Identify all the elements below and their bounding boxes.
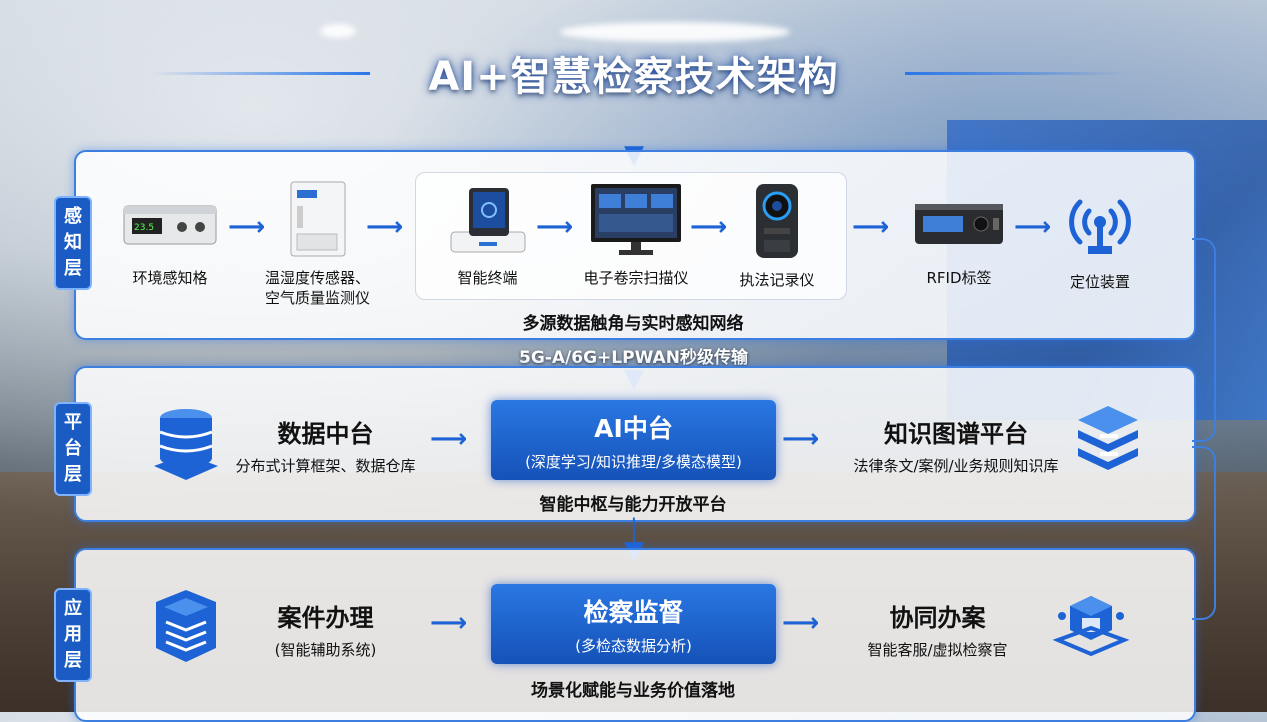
body-camera-icon xyxy=(756,184,798,258)
connector-rail xyxy=(1192,238,1216,442)
knowledge-graph-platform: 知识图谱平台 法律条文/案例/业务规则知识库 xyxy=(836,414,1076,476)
document-scanner-icon xyxy=(591,184,681,255)
title-decor-line-right xyxy=(905,72,1125,75)
ceiling-light xyxy=(560,22,790,42)
arrow-right-icon: ⟶ xyxy=(228,212,266,242)
procuratorial-supervision-box: 检察监督 (多检态数据分析) xyxy=(491,584,776,664)
environment-sensor-icon: 23.5 xyxy=(123,205,217,245)
knowledge-graph-title: 知识图谱平台 xyxy=(884,420,1028,448)
sensing-layer-tag: 感知层 xyxy=(54,196,92,290)
platform-layer-caption: 智能中枢与能力开放平台 xyxy=(539,495,727,515)
data-middle-platform: 数据中台 分布式计算框架、数据仓库 xyxy=(228,414,423,476)
supervision-title: 检察监督 xyxy=(583,598,684,627)
ceiling-light xyxy=(320,24,356,38)
device-label: 执法记录仪 xyxy=(739,271,815,289)
rfid-reader-icon xyxy=(915,204,1003,244)
collaborative-case-subtitle: 智能客服/虚拟检察官 xyxy=(867,641,1008,659)
device-humidity-sensor: 温湿度传感器、 空气质量监测仪 xyxy=(250,180,385,308)
case-handling-title: 案件办理 xyxy=(277,604,374,632)
stacked-layers-icon xyxy=(1078,406,1138,470)
connector-rail xyxy=(1192,446,1216,620)
ai-platform-box: AI中台 (深度学习/知识推理/多模态模型) xyxy=(491,400,776,480)
arrow-right-icon: ⟶ xyxy=(782,608,820,638)
humidity-sensor-icon xyxy=(290,181,345,257)
knowledge-graph-subtitle: 法律条文/案例/业务规则知识库 xyxy=(853,457,1059,475)
arrow-right-icon: ⟶ xyxy=(852,212,890,242)
device-label: 智能终端 xyxy=(457,269,518,287)
ai-platform-title: AI中台 xyxy=(594,414,673,443)
case-handling-block: 案件办理 (智能辅助系统) xyxy=(238,598,413,660)
page-title: AI+智慧检察技术架构 xyxy=(428,54,839,100)
application-layer-tag: 应用层 xyxy=(54,588,92,682)
database-icon xyxy=(154,409,218,480)
sensing-layer-caption: 多源数据触角与实时感知网络 xyxy=(522,314,744,334)
device-label: 温湿度传感器、 xyxy=(264,269,370,287)
title-decor-line-left xyxy=(150,72,370,75)
supervision-subtitle: (多检态数据分析) xyxy=(575,637,692,655)
application-layer-caption: 场景化赋能与业务价值落地 xyxy=(531,681,735,701)
arrow-right-icon: ⟶ xyxy=(430,424,468,454)
case-handling-subtitle: (智能辅助系统) xyxy=(274,641,377,659)
arrow-right-icon: ⟶ xyxy=(430,608,468,638)
cube-network-icon xyxy=(1052,596,1130,657)
collaborative-case-block: 协同办案 智能客服/虚拟检察官 xyxy=(850,598,1025,660)
collaborative-case-title: 协同办案 xyxy=(889,604,986,632)
device-location-antenna: 定位装置 xyxy=(1048,190,1152,292)
ai-platform-subtitle: (深度学习/知识推理/多模态模型) xyxy=(525,453,742,471)
data-platform-title: 数据中台 xyxy=(277,420,374,448)
device-document-scanner: 电子卷宗扫描仪 xyxy=(566,182,706,288)
device-body-camera: 执法记录仪 xyxy=(722,182,832,290)
arrow-right-icon: ⟶ xyxy=(1014,212,1052,242)
svg-text:23.5: 23.5 xyxy=(134,223,154,233)
device-label: 电子卷宗扫描仪 xyxy=(583,269,689,287)
arrow-right-icon: ⟶ xyxy=(690,212,728,242)
data-platform-subtitle: 分布式计算框架、数据仓库 xyxy=(235,457,416,475)
platform-layer-tag: 平台层 xyxy=(54,402,92,496)
device-environment-sensor: 23.5 环境感知格 xyxy=(108,200,232,288)
transmission-label: 5G-A/6G+LPWAN秒级传输 xyxy=(519,348,748,368)
device-rfid-reader: RFID标签 xyxy=(900,196,1018,288)
device-smart-terminal: 智能终端 xyxy=(440,184,535,288)
document-stack-icon xyxy=(156,590,216,662)
smart-terminal-icon xyxy=(450,188,525,253)
device-label: RFID标签 xyxy=(926,269,992,287)
device-label: 环境感知格 xyxy=(132,269,208,287)
arrow-right-icon: ⟶ xyxy=(782,424,820,454)
arrow-right-icon: ⟶ xyxy=(366,212,404,242)
device-label-line2: 空气质量监测仪 xyxy=(264,289,370,307)
device-label: 定位装置 xyxy=(1069,273,1130,291)
arrow-down-icon: │ xyxy=(626,518,642,546)
arrow-right-icon: ⟶ xyxy=(536,212,574,242)
location-antenna-icon xyxy=(1069,199,1131,254)
